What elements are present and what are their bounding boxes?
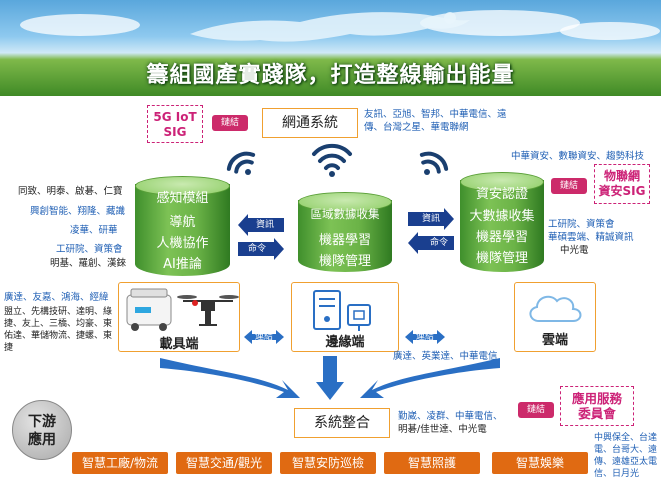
wifi-icon-left [226, 151, 256, 175]
left-cylinder-item: 導航 [169, 215, 196, 230]
left-partners-1: 同致、明泰、啟碁、仁寶 [18, 186, 123, 197]
5g-iot-sig-box: 5G IoT SIG [147, 105, 203, 143]
security-partners: 中華資安、數聯資安、趨勢科技 [511, 151, 645, 162]
right-cylinder-item: 機隊管理 [475, 251, 528, 266]
wifi-icon-center [312, 143, 352, 177]
right-cylinder-title: 資安認證 [475, 187, 528, 202]
info-command-arrows-right [408, 208, 454, 254]
left-partners-4: 工研院、資策會 [56, 244, 123, 255]
server-icon [313, 290, 371, 331]
connect-label-right: 連結 [415, 332, 434, 342]
cloud-label: 雲端 [541, 333, 568, 348]
right-cylinder-item: 機器學習 [475, 230, 528, 245]
mid-cylinder: 區域數據收集 機器學習 機隊管理 [298, 192, 392, 272]
wifi-icon-right [419, 151, 449, 175]
downstream-badge: 下游 應用 [12, 400, 72, 460]
integration-partners-black: 明碁/佳世達、中光電 [398, 424, 487, 435]
link-badge-app: 鏈結 [518, 402, 554, 418]
research-partners: 工研院、資策會 [548, 219, 615, 230]
mid-cylinder-item: 機隊管理 [318, 254, 371, 269]
network-partners: 友訊、亞旭、智邦、中華電信、遠傳、台灣之星、華電聯網 [364, 109, 507, 133]
edge-box: 邊緣端 [291, 282, 399, 352]
app-smart-traffic: 智慧交通/觀光 [176, 452, 272, 474]
left-partners-2: 興創智能、翔隆、藏識 [30, 206, 126, 217]
robot-drone-icon [126, 288, 239, 331]
leopard-logo-icon [190, 12, 470, 42]
integration-partners-blue: 勤崴、凌群、中華電信、 [398, 411, 503, 422]
connect-label-left: 連結 [254, 332, 273, 342]
app-committee-box: 應用服務 委員會 [560, 386, 634, 426]
app-committee-partners: 中興保全、台達電、台哥大、遠傳、遠雄亞太電信、日月光 [594, 433, 658, 479]
cloud-icon [529, 295, 582, 322]
left-partners-3: 凌華、研華 [70, 225, 118, 236]
info-label-right: 資訊 [421, 214, 440, 224]
command-label-left: 命令 [247, 244, 266, 254]
converging-arrows [160, 356, 500, 400]
vehicle-label: 載具端 [159, 337, 199, 352]
mid-cylinder-title: 區域數據收集 [310, 207, 380, 221]
left-cylinder-title: 感知模組 [156, 191, 209, 206]
left-cylinder: 感知模組 導航 人機協作 AI推論 [135, 176, 230, 276]
left-cylinder-item: AI推論 [163, 257, 202, 272]
cloud-box: 雲端 [514, 282, 596, 352]
connect-arrow-left [244, 330, 284, 344]
app-smart-care: 智慧照護 [384, 452, 480, 474]
info-command-arrows-left [238, 214, 284, 260]
iot-security-sig-box: 物聯網 資安SIG [594, 164, 650, 204]
connect-arrow-right [405, 330, 445, 344]
research-partners-2: 華碩雲端、精誠資訊 [548, 232, 634, 243]
network-system-box: 網通系統 [262, 108, 358, 138]
page-title: 籌組國產實踐隊，打造整線輸出能量 [146, 63, 515, 88]
info-label-left: 資訊 [255, 220, 274, 230]
vehicle-partners-blue: 廣達、友嘉、鴻海、經緯 [4, 292, 109, 303]
edge-label: 邊緣端 [325, 335, 365, 350]
app-smart-factory: 智慧工廠/物流 [72, 452, 168, 474]
app-smart-entertainment: 智慧娛樂 [492, 452, 588, 474]
left-partners-5: 明基、羅創、漢錸 [50, 258, 127, 269]
mid-cylinder-item: 機器學習 [318, 233, 371, 248]
vehicle-partners-black: 盟立、先構技研、達明、綠捷、友上、三橋、均豪、東佑達、華儲物流、捷螺、東捷 [4, 307, 113, 353]
system-integration-box: 系統整合 [294, 408, 390, 438]
left-cylinder-item: 人機協作 [156, 236, 209, 251]
link-badge-security: 鏈結 [551, 178, 587, 194]
right-cylinder-item: 大數據收集 [469, 209, 535, 224]
vehicle-box: 載具端 [118, 282, 240, 352]
right-cylinder: 資安認證 大數據收集 機器學習 機隊管理 [460, 172, 544, 272]
research-partners-3: 中光電 [560, 245, 589, 256]
app-smart-security: 智慧安防巡檢 [280, 452, 376, 474]
link-badge-5g: 鏈結 [212, 115, 248, 131]
edge-partners: 廣達、英業達、中華電信 [393, 351, 498, 362]
command-label-right: 命令 [429, 238, 448, 248]
